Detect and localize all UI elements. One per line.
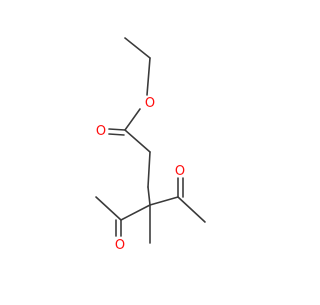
bond-ch2-oxygen (146, 57, 151, 96)
bond-oxygen-carbonyl-carbon (124, 108, 141, 131)
bond-quaternary-right-carbonyl (149, 196, 179, 206)
structural-formula: O O O O (95, 37, 206, 253)
bond-left-carbonyl-methyl (95, 196, 122, 221)
bond-carbonyl-double-b (108, 133, 125, 136)
ester-ether-oxygen-label: O (145, 96, 155, 111)
ester-carbonyl-oxygen-label: O (96, 124, 106, 139)
ketone-left-oxygen-label: O (115, 238, 125, 253)
bond-carbonyl-double-a (108, 128, 126, 131)
molecule-drawing: O O O O (95, 37, 206, 253)
bond-quaternary-left-carbonyl (120, 204, 151, 221)
bond-ch3-ch2 (124, 37, 151, 59)
ketone-right-oxygen-label: O (175, 164, 185, 179)
bond-ch2-to-ch2 (147, 151, 151, 188)
bond-right-carbonyl-methyl (177, 196, 206, 223)
atom-label-layer: O O O O (96, 96, 185, 253)
bond-ch2-to-quaternary (147, 186, 151, 206)
bond-carbonyl-to-ch2 (124, 129, 151, 153)
bond-layer (95, 37, 206, 244)
